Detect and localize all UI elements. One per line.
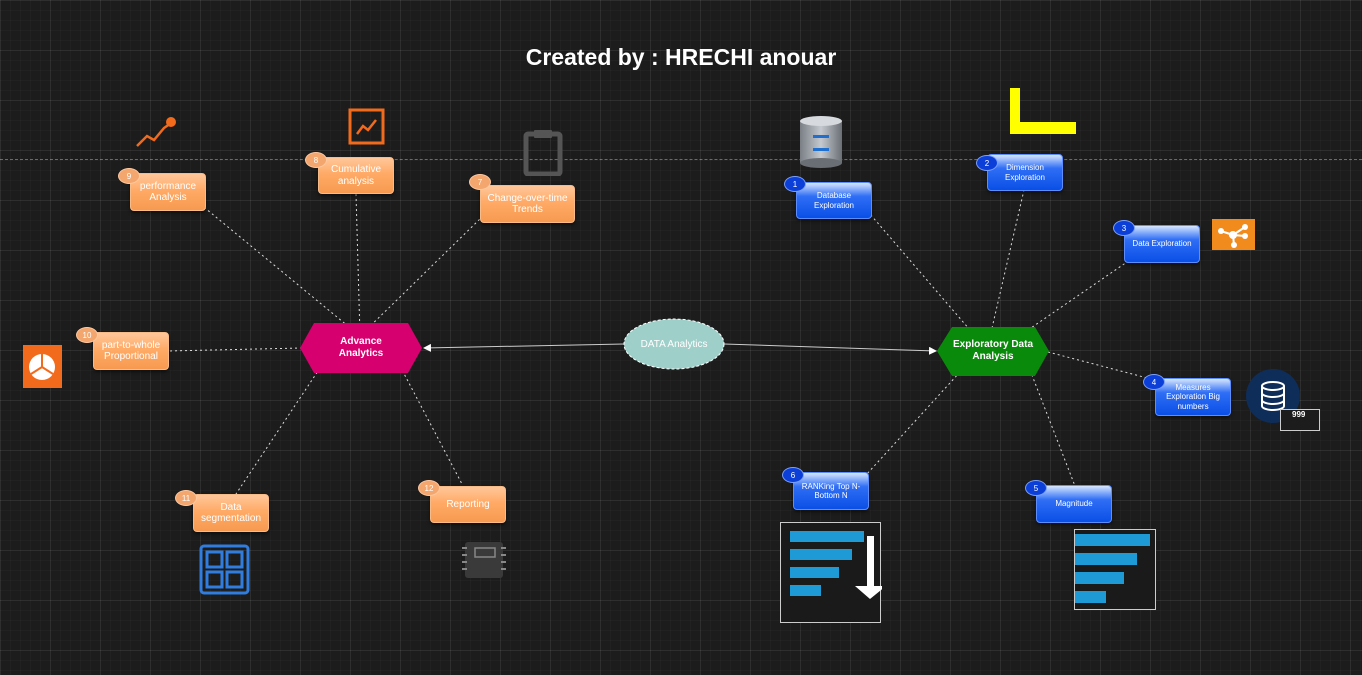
dimension-icon bbox=[1010, 88, 1076, 134]
node-label: Change-over-time Trends bbox=[487, 192, 568, 216]
badge-1: 1 bbox=[784, 176, 806, 192]
network-icon bbox=[1212, 219, 1255, 250]
node-ranking[interactable]: RANKing Top N- Bottom N bbox=[793, 472, 869, 510]
clipboard-icon bbox=[523, 130, 563, 176]
node-label: performance Analysis bbox=[139, 180, 197, 204]
badge-8: 8 bbox=[305, 152, 327, 168]
node-magnitude[interactable]: Magnitude bbox=[1036, 485, 1112, 523]
badge-4: 4 bbox=[1143, 374, 1165, 390]
badge-3: 3 bbox=[1113, 220, 1135, 236]
connector-line bbox=[167, 347, 303, 352]
grid-icon bbox=[199, 544, 250, 595]
connector-line bbox=[399, 365, 463, 485]
database-icon bbox=[800, 116, 842, 168]
line-chart-icon bbox=[348, 108, 385, 145]
badge-9: 9 bbox=[118, 168, 140, 184]
node-label: RANKing Top N- Bottom N bbox=[801, 481, 861, 500]
connector-line bbox=[1027, 261, 1128, 331]
badge-12: 12 bbox=[418, 480, 440, 496]
badge-5: 5 bbox=[1025, 480, 1047, 496]
advance-hexagon[interactable] bbox=[300, 323, 422, 373]
node-performance-analysis[interactable]: performance Analysis bbox=[130, 173, 206, 211]
pie-chart-icon bbox=[23, 345, 62, 388]
node-part-to-whole[interactable]: part-to-whole Proportional bbox=[93, 332, 169, 370]
exploratory-hexagon[interactable] bbox=[937, 327, 1049, 376]
center-ellipse[interactable] bbox=[623, 318, 725, 370]
center-label: DATA Analytics bbox=[640, 338, 708, 350]
guide-line bbox=[0, 159, 1362, 160]
magnitude-chart-icon bbox=[1074, 529, 1156, 610]
node-measures-exploration[interactable]: Measures Exploration Big numbers bbox=[1155, 378, 1231, 416]
connector-line bbox=[1047, 351, 1156, 381]
connector-line bbox=[359, 217, 482, 337]
trend-up-icon bbox=[136, 117, 176, 147]
big-number-box: 999 bbox=[1280, 409, 1320, 431]
node-label: Data Exploration bbox=[1132, 239, 1192, 249]
node-data-segmentation[interactable]: Data segmentation bbox=[193, 494, 269, 532]
notebook-icon bbox=[462, 542, 506, 578]
node-dimension-exploration[interactable]: Dimension Exploration bbox=[987, 154, 1063, 191]
arrow-to-advance bbox=[423, 343, 625, 352]
node-label: Dimension Exploration bbox=[1004, 163, 1046, 182]
big-number-label: 999 bbox=[1292, 410, 1306, 419]
node-database-exploration[interactable]: Database Exploration bbox=[796, 182, 872, 219]
connector-line bbox=[869, 213, 971, 331]
connector-line bbox=[865, 371, 961, 476]
exploratory-label: Exploratory Data Analysis bbox=[952, 339, 1034, 362]
badge-6: 6 bbox=[782, 467, 804, 483]
ranking-chart-icon bbox=[780, 522, 882, 623]
node-label: Reporting bbox=[446, 498, 490, 510]
node-data-exploration[interactable]: Data Exploration bbox=[1124, 225, 1200, 263]
node-change-over-time[interactable]: Change-over-time Trends bbox=[480, 185, 575, 223]
badge-2: 2 bbox=[976, 155, 998, 171]
node-label: Data segmentation bbox=[200, 501, 262, 525]
connector-line bbox=[231, 367, 321, 501]
node-label: Database Exploration bbox=[813, 191, 855, 210]
connector-line bbox=[204, 207, 361, 337]
badge-7: 7 bbox=[469, 174, 491, 190]
node-label: Cumulative analysis bbox=[330, 164, 382, 187]
advance-label: Advance Analytics bbox=[338, 336, 384, 359]
badge-11: 11 bbox=[175, 490, 197, 506]
badge-10: 10 bbox=[76, 327, 98, 343]
page-title: Created by : HRECHI anouar bbox=[525, 44, 837, 70]
node-label: Measures Exploration Big numbers bbox=[1166, 383, 1220, 411]
connector-line bbox=[355, 193, 361, 337]
arrow-to-exploratory bbox=[723, 343, 937, 355]
connector-line bbox=[991, 189, 1025, 329]
node-cumulative-analysis[interactable]: Cumulative analysis bbox=[318, 157, 394, 194]
connector-line bbox=[1029, 369, 1076, 487]
node-label: Magnitude bbox=[1055, 499, 1093, 509]
node-label: part-to-whole Proportional bbox=[101, 339, 161, 363]
node-reporting[interactable]: Reporting bbox=[430, 486, 506, 523]
